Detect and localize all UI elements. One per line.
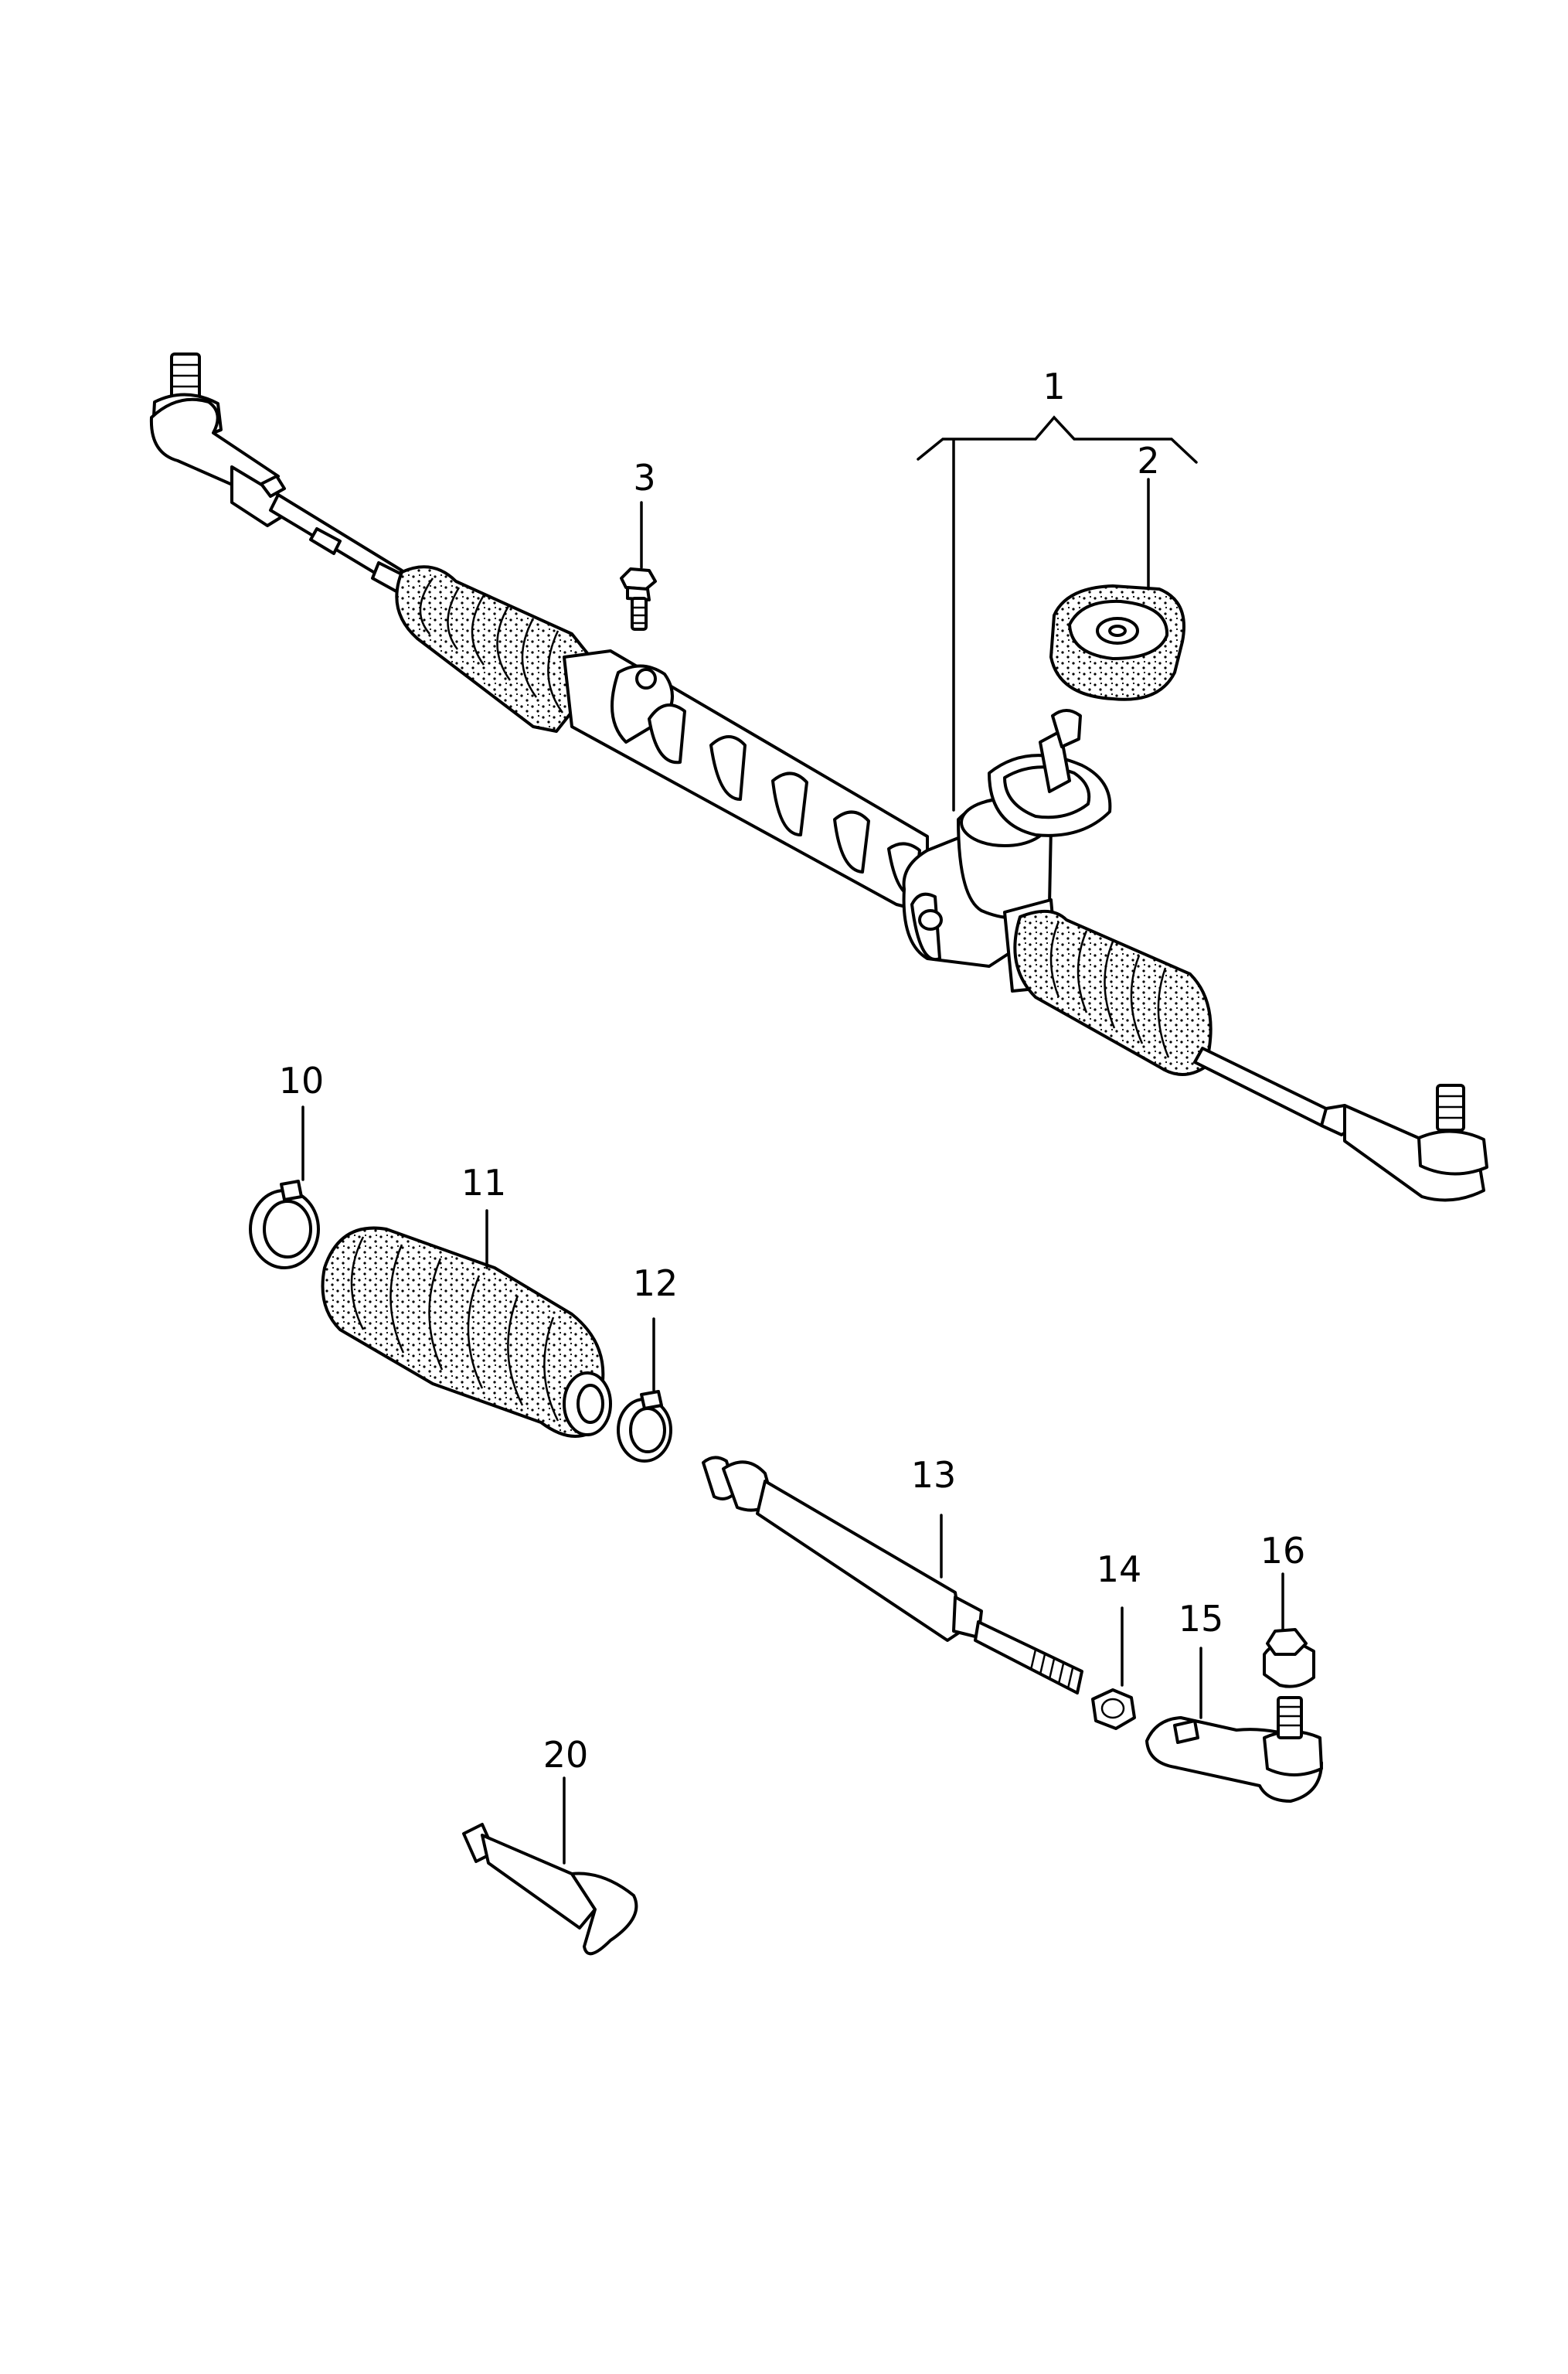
grease-tube [462, 1776, 638, 1956]
callout-label-3: 3 [633, 457, 655, 499]
inner-tie-rod [702, 1456, 1083, 1694]
right-bellows-boot [1003, 898, 1213, 1076]
callout-label-10: 10 [279, 1060, 325, 1102]
callout-label-16: 16 [1260, 1530, 1306, 1572]
callout-label-12: 12 [633, 1262, 679, 1304]
right-tie-rod-end [1343, 1084, 1488, 1202]
pinion-housing [902, 709, 1112, 968]
callout-label-2: 2 [1137, 440, 1159, 482]
left-tie-rod-end [149, 353, 289, 527]
callout-label-15: 15 [1179, 1598, 1224, 1640]
callout-label-11: 11 [461, 1162, 507, 1204]
self-locking-nut [1263, 1572, 1315, 1688]
boot-clamp-small [617, 1317, 672, 1463]
steering-boot [321, 1209, 612, 1438]
right-tie-rod [1193, 1047, 1362, 1136]
left-tie-rod [269, 493, 411, 597]
rack-housing [563, 649, 929, 914]
bolt [620, 501, 657, 631]
callout-label-13: 13 [911, 1454, 957, 1496]
left-bellows-boot [395, 565, 604, 733]
steering-rack-assembly [149, 353, 1488, 1202]
mounting-pad [1049, 478, 1185, 701]
callout-1-bracket [917, 415, 1198, 464]
lock-nut [1091, 1606, 1136, 1730]
boot-clamp-large [249, 1105, 320, 1269]
outer-tie-rod-end [1145, 1647, 1323, 1803]
callout-label-20: 20 [543, 1734, 589, 1776]
callout-label-14: 14 [1097, 1548, 1142, 1590]
callout-label-1: 1 [1042, 366, 1065, 407]
